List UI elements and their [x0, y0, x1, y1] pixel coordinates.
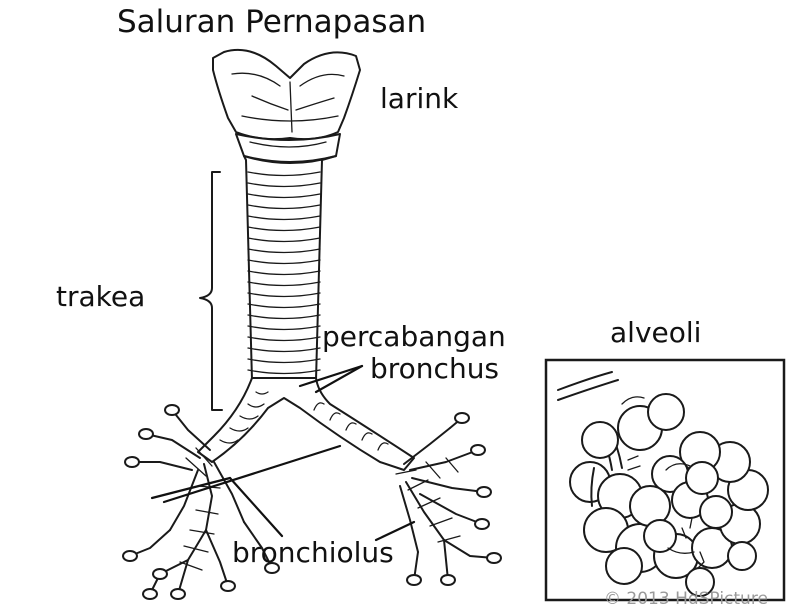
alveolus — [728, 542, 756, 570]
alveolus — [606, 548, 642, 584]
bronchioles-label: bronchiolus — [232, 536, 394, 569]
right-bronchial-tree — [396, 418, 494, 580]
bronchiole-end — [471, 445, 485, 455]
bronchiole-end — [153, 569, 167, 579]
bronchiole-end — [477, 487, 491, 497]
alveolus — [582, 422, 618, 458]
bronchiole-end — [139, 429, 153, 439]
bronchiole-end — [441, 575, 455, 585]
bronchiole-end — [407, 575, 421, 585]
bronchiole-end — [165, 405, 179, 415]
alveolus — [700, 496, 732, 528]
bronchiole-end — [171, 589, 185, 599]
alveoli-inset — [546, 360, 784, 600]
bronchiole-end — [123, 551, 137, 561]
alveoli-label: alveoli — [610, 316, 701, 349]
alveolus — [644, 520, 676, 552]
watermark-text: © 2013 HdSPicture — [604, 589, 768, 604]
alveolus — [648, 394, 684, 430]
trachea-label: trakea — [56, 280, 145, 313]
larynx-label: larink — [380, 82, 459, 115]
bronchiole-end — [455, 413, 469, 423]
bronchus-label: bronchus — [370, 352, 499, 385]
bronchiole-end — [487, 553, 501, 563]
trachea-brace — [200, 172, 222, 410]
bronchiole-end — [221, 581, 235, 591]
larynx-drawing — [213, 50, 360, 162]
bronchus-branching-label: percabangan — [322, 320, 506, 353]
alveolus — [686, 462, 718, 494]
bronchiole-end — [475, 519, 489, 529]
bronchiole-end — [125, 457, 139, 467]
bronchiole-end — [143, 589, 157, 599]
diagram-title: Saluran Pernapasan — [117, 4, 426, 40]
bronchial-ends — [123, 405, 501, 599]
